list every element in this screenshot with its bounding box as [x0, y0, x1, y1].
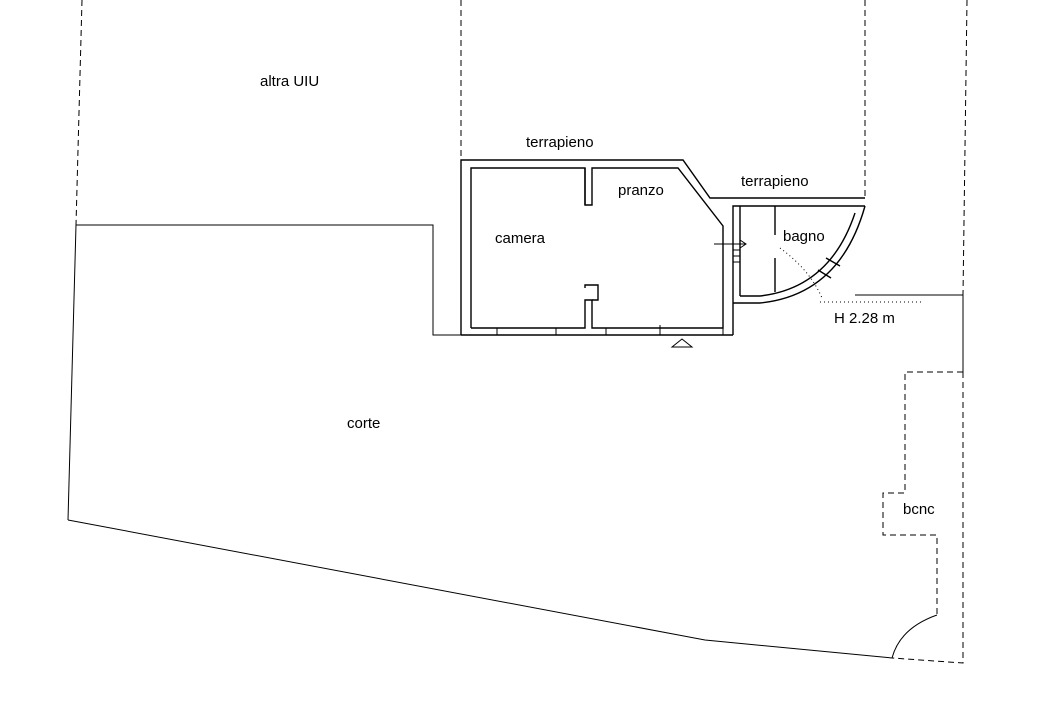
label-pranzo: pranzo [618, 182, 664, 199]
label-altra-uiu: altra UIU [260, 73, 320, 90]
label-terrapieno-top: terrapieno [526, 134, 594, 151]
label-camera: camera [495, 230, 546, 247]
building-walls [460, 159, 866, 348]
label-height: H 2.28 m [834, 310, 895, 327]
height-indicator [779, 247, 922, 303]
label-bcnc: bcnc [903, 501, 935, 518]
label-bagno: bagno [783, 228, 825, 245]
courtyard-outline [67, 224, 964, 659]
label-terrapieno-right: terrapieno [741, 173, 809, 190]
property-boundaries [75, 0, 968, 296]
bcnc-annex [882, 371, 964, 664]
label-corte: corte [347, 415, 381, 432]
